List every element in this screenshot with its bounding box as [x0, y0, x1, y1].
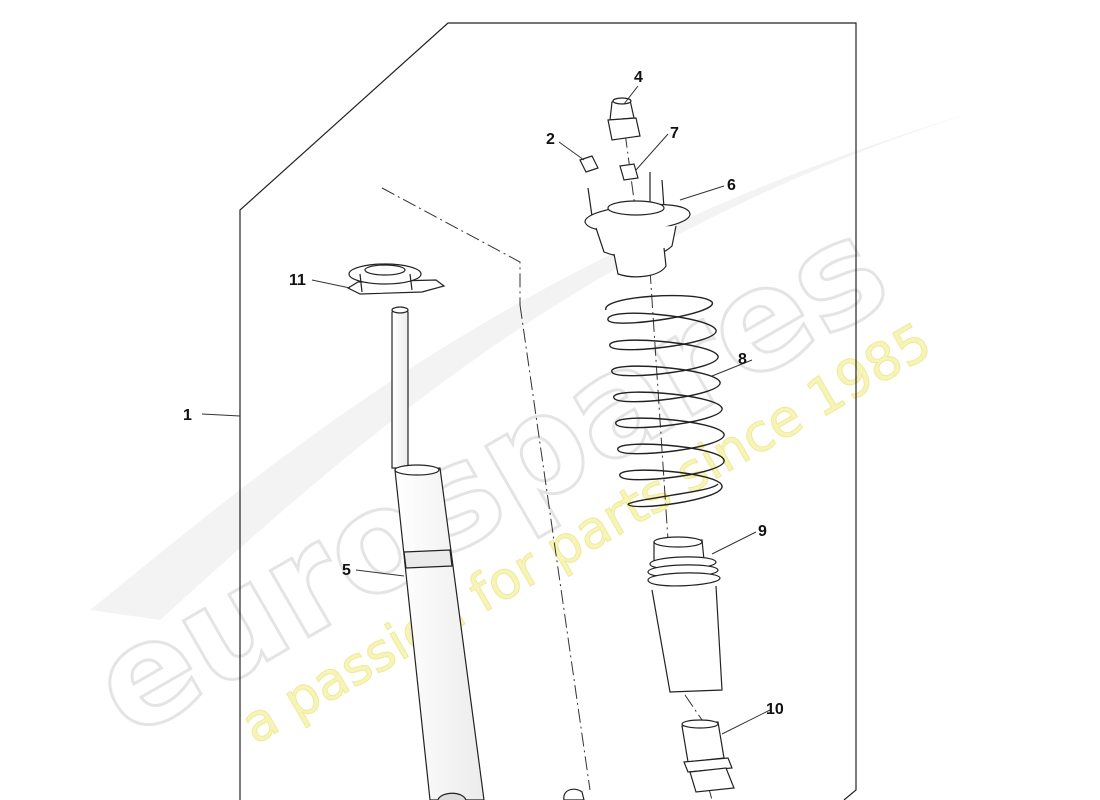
- lower-bush: [563, 788, 585, 800]
- callout-10: 10: [766, 701, 784, 718]
- top-mount: [584, 172, 691, 278]
- leader-lines: [201, 85, 771, 735]
- callout-4: 4: [634, 69, 643, 86]
- callout-5: 5: [342, 562, 351, 579]
- dust-cap: [607, 97, 641, 141]
- callout-2: 2: [546, 131, 555, 148]
- upper-spring-seat: [346, 263, 446, 295]
- dust-boot: [647, 536, 723, 693]
- watermark-swoosh: [90, 110, 980, 620]
- callout-1: 1: [183, 407, 192, 424]
- nut-small: [619, 163, 639, 181]
- bump-stop: [681, 719, 735, 793]
- watermark: eurospares a passion for parts since 198…: [64, 110, 980, 771]
- assembly-boundary: [239, 22, 857, 800]
- damper: [391, 306, 485, 800]
- callout-8: 8: [738, 351, 747, 368]
- callout-7: 7: [670, 125, 679, 142]
- nut: [579, 155, 599, 173]
- coil-spring: [605, 294, 725, 508]
- watermark-brand: eurospares: [66, 186, 914, 770]
- callout-6: 6: [727, 177, 736, 194]
- callout-11: 11: [289, 272, 306, 289]
- callout-9: 9: [758, 523, 767, 540]
